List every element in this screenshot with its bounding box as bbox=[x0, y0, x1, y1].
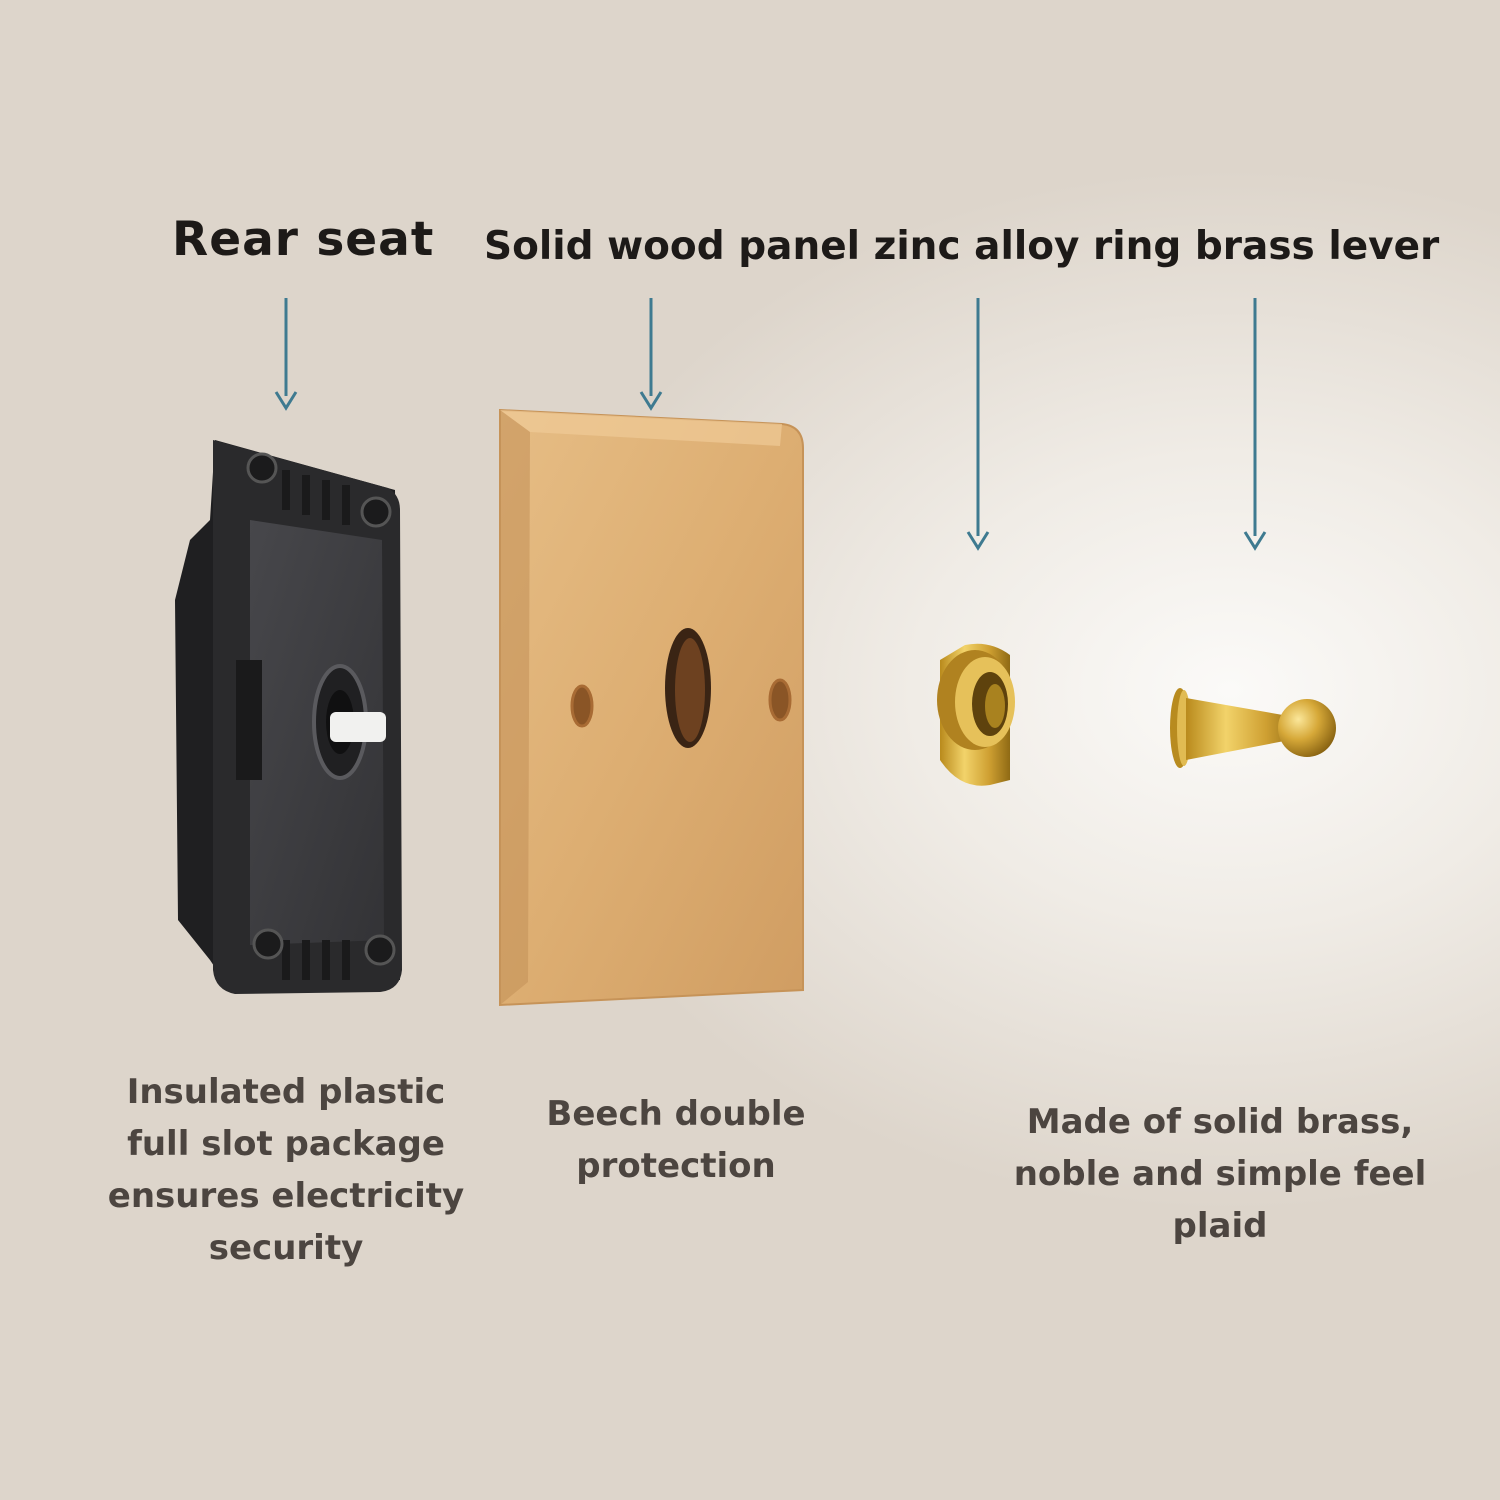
parts-title: Solid wood panel zinc alloy ring brass l… bbox=[484, 224, 1440, 269]
arrow-zinc-ring bbox=[966, 298, 990, 551]
caption-line: ensures electricity bbox=[107, 1176, 465, 1216]
wood-panel-image bbox=[499, 408, 804, 1007]
rear-seat-image bbox=[175, 440, 402, 994]
caption-line: Beech double bbox=[546, 1094, 806, 1134]
rear-seat-title: Rear seat bbox=[172, 212, 435, 267]
caption-line: full slot package bbox=[127, 1124, 445, 1164]
zinc-ring-image bbox=[937, 643, 1015, 786]
caption-line: plaid bbox=[1172, 1206, 1268, 1246]
rear-seat-caption: Insulated plastic full slot package ensu… bbox=[96, 1066, 476, 1274]
arrow-rear-seat bbox=[274, 298, 298, 411]
caption-line: security bbox=[208, 1228, 364, 1268]
panel-caption: Beech double protection bbox=[486, 1088, 866, 1192]
arrow-wood-panel bbox=[639, 298, 663, 411]
caption-line: protection bbox=[576, 1146, 776, 1186]
caption-line: noble and simple feel bbox=[1013, 1154, 1427, 1194]
lever-caption: Made of solid brass, noble and simple fe… bbox=[985, 1096, 1455, 1252]
arrow-brass-lever bbox=[1243, 298, 1267, 551]
caption-line: Made of solid brass, bbox=[1026, 1102, 1414, 1142]
caption-line: Insulated plastic bbox=[126, 1072, 446, 1112]
brass-lever-image bbox=[1170, 688, 1336, 768]
